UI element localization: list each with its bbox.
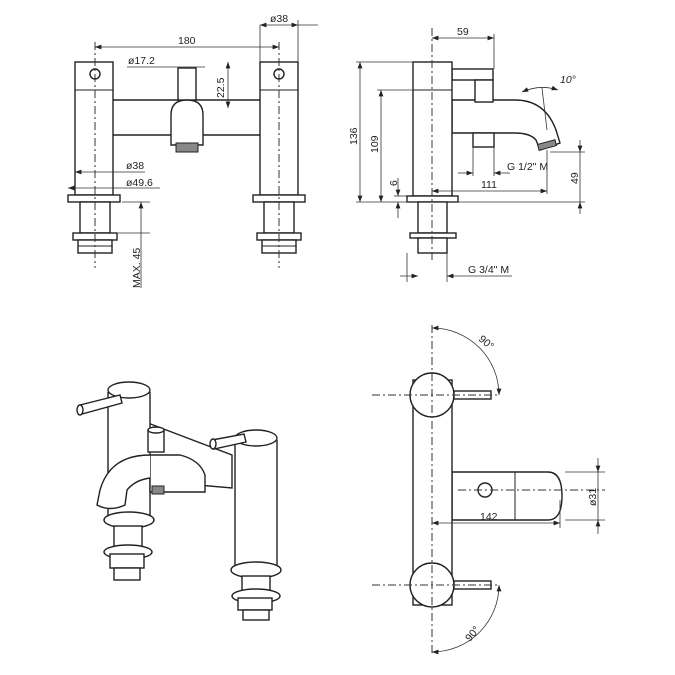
- dim-6: 6: [388, 180, 400, 186]
- plan-spout: [451, 471, 563, 521]
- dim-142: 142: [480, 511, 498, 523]
- front-view: 180 ø38 ø17.2 22.5 ø38 ø49.6 MAX. 45: [67, 13, 318, 288]
- dim-angle: 10°: [560, 74, 576, 86]
- dim-109: 109: [369, 135, 381, 153]
- side-view: 59 136 109 6 G 1/2" M 111 49 10° G 3/4" …: [348, 26, 585, 282]
- dim-flange-diameter: ø49.6: [126, 177, 153, 189]
- left-base: [67, 194, 121, 254]
- shower-outlet: [472, 132, 495, 148]
- dim-59: 59: [457, 26, 469, 38]
- left-pillar: [74, 61, 114, 196]
- diverter-neck: [177, 67, 197, 101]
- side-handle: [451, 68, 494, 81]
- dim-rotation-bottom: 90°: [463, 624, 482, 644]
- dim-inlet-thread: G 3/4" M: [468, 264, 509, 276]
- dim-111: 111: [481, 179, 497, 191]
- spout: [170, 99, 204, 146]
- dim-pillar-diameter: ø38: [270, 13, 288, 25]
- aerator: [175, 142, 199, 153]
- dim-136: 136: [348, 127, 360, 145]
- dim-body-diameter: ø38: [126, 160, 144, 172]
- dim-rotation-top: 90°: [476, 333, 496, 352]
- isometric-view: [76, 381, 282, 621]
- plan-view: 90° 90° ø31 142: [372, 325, 605, 655]
- dim-plan-spout-diameter: ø31: [587, 488, 599, 506]
- dim-neck-height: 22.5: [215, 77, 227, 98]
- dim-180: 180: [178, 35, 196, 47]
- dim-shower-thread: G 1/2" M: [507, 161, 548, 173]
- dim-spout-diameter: ø17.2: [128, 55, 155, 67]
- dim-49: 49: [569, 172, 581, 184]
- dim-max-deck: MAX. 45: [131, 248, 143, 288]
